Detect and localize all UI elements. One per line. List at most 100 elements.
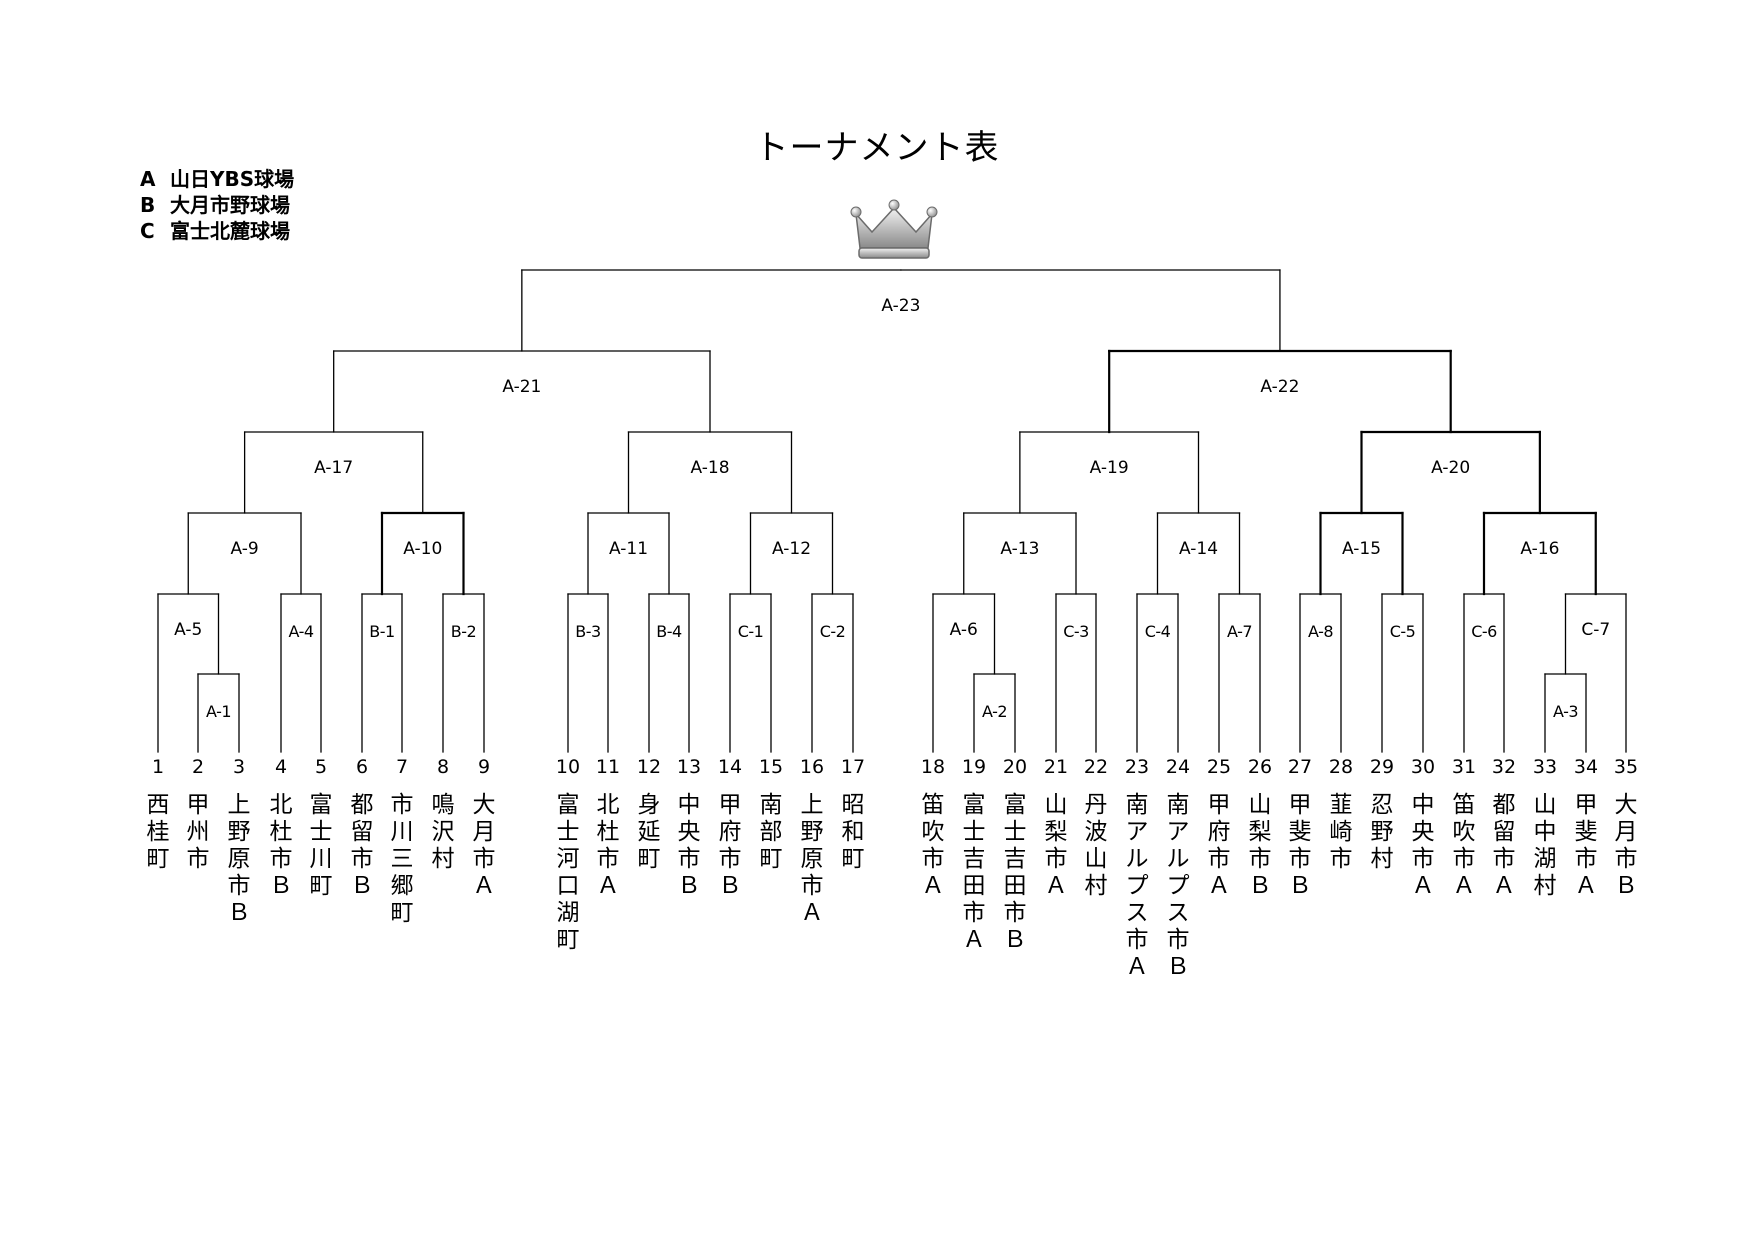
match-label: C-4 [1145,622,1171,641]
entrant-number: 34 [1573,756,1599,778]
team-name: 南部町 [759,792,783,872]
entrant-number: 17 [840,756,866,778]
page-title: トーナメント表 [754,128,1000,168]
legend-row: B 大月市野球場 [140,192,294,218]
team-name: 都留市Ａ [1492,792,1516,899]
match-label: B-4 [656,622,682,641]
entrant-number: 20 [1002,756,1028,778]
team-name: 笛吹市Ａ [1452,792,1476,899]
match-label: A-5 [174,620,202,640]
entrant-number: 1 [151,756,165,778]
team-name: 富士吉田市Ｂ [1003,792,1027,953]
entrant-number: 10 [555,756,581,778]
entrant-number: 6 [355,756,369,778]
team-name: 大月市Ａ [472,792,496,899]
match-label: B-3 [575,622,600,641]
match-label: C-2 [820,622,846,641]
team-name: 富士河口湖町 [556,792,580,953]
entrant-number: 5 [314,756,328,778]
team-name: 山梨市Ａ [1044,792,1068,899]
entrant-number: 35 [1613,756,1639,778]
match-label: A-2 [982,702,1007,721]
team-name: 中央市Ｂ [677,792,701,899]
entrant-number: 19 [961,756,987,778]
team-name: 西桂町 [146,792,170,872]
legend-key: C [140,219,155,243]
entrant-number: 9 [477,756,491,778]
match-label: A-22 [1260,377,1299,397]
match-label: B-2 [451,622,476,641]
match-label: A-18 [690,458,729,478]
entrant-number: 2 [191,756,205,778]
match-label: A-19 [1090,458,1129,478]
entrant-number: 18 [920,756,946,778]
entrant-number: 16 [799,756,825,778]
venue-legend: A 山日YBS球場 B 大月市野球場 C 富士北麓球場 [140,166,294,244]
team-name: 上野原市Ａ [800,792,824,926]
entrant-number: 28 [1328,756,1354,778]
team-name: 中央市Ａ [1411,792,1435,899]
entrant-number: 3 [232,756,246,778]
match-label: A-14 [1179,539,1218,559]
team-name: 山梨市Ｂ [1248,792,1272,899]
entrant-number: 32 [1491,756,1517,778]
team-name: 丹波山村 [1084,792,1108,899]
entrant-number: 21 [1043,756,1069,778]
entrant-number: 12 [636,756,662,778]
entrant-number: 24 [1165,756,1191,778]
entrant-number: 30 [1410,756,1436,778]
team-name: 甲府市Ａ [1207,792,1231,899]
match-label: A-15 [1342,539,1381,559]
match-label: A-3 [1553,702,1578,721]
team-name: 韮崎市 [1329,792,1353,872]
match-label: A-20 [1431,458,1470,478]
team-name: 上野原市Ｂ [227,792,251,926]
match-label: A-21 [502,377,541,397]
team-name: 身延町 [637,792,661,872]
entrant-number: 26 [1247,756,1273,778]
entrant-number: 13 [676,756,702,778]
legend-key: B [140,193,156,217]
team-name: 北杜市Ｂ [269,792,293,899]
team-name: 甲州市 [186,792,210,872]
team-name: 大月市Ｂ [1614,792,1638,899]
entrant-number: 11 [595,756,621,778]
match-label: A-10 [403,539,442,559]
team-name: 甲府市Ｂ [718,792,742,899]
match-label: A-23 [881,296,920,316]
legend-venue: 富士北麓球場 [170,219,290,243]
entrant-number: 23 [1124,756,1150,778]
team-name: 忍野村 [1370,792,1394,872]
legend-row: A 山日YBS球場 [140,166,294,192]
match-label: A-4 [288,622,313,641]
match-label: A-7 [1227,622,1252,641]
legend-key: A [140,167,156,191]
match-label: C-3 [1063,622,1089,641]
team-name: 南アルプス市Ａ [1125,792,1149,980]
match-label: A-8 [1308,622,1333,641]
match-label: C-5 [1390,622,1416,641]
match-label: A-17 [314,458,353,478]
team-name: 富士吉田市Ａ [962,792,986,953]
legend-venue: 山日YBS球場 [170,167,295,191]
entrant-number: 22 [1083,756,1109,778]
match-label: C-7 [1581,620,1610,640]
entrant-number: 14 [717,756,743,778]
legend-row: C 富士北麓球場 [140,218,294,244]
match-label: A-16 [1520,539,1559,559]
entrant-number: 8 [436,756,450,778]
match-label: A-6 [950,620,978,640]
entrant-number: 4 [274,756,288,778]
match-label: A-13 [1000,539,1039,559]
match-label: C-1 [738,622,764,641]
legend-venue: 大月市野球場 [170,193,290,217]
match-label: B-1 [369,622,394,641]
team-name: 昭和町 [841,792,865,872]
match-label: C-6 [1471,622,1497,641]
entrant-number: 27 [1287,756,1313,778]
entrant-number: 25 [1206,756,1232,778]
entrant-number: 29 [1369,756,1395,778]
crown-icon [850,199,938,259]
entrant-number: 7 [395,756,409,778]
